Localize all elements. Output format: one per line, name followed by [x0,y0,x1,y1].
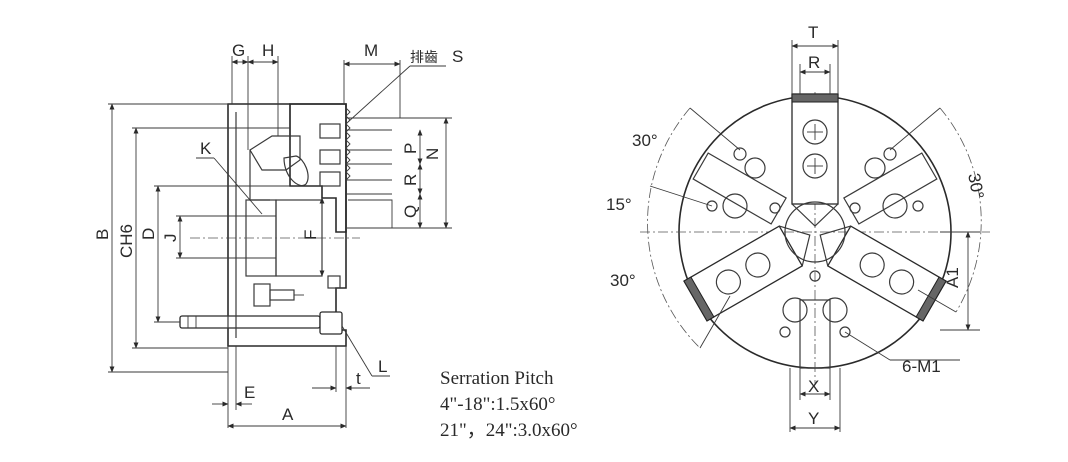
label-A1: A1 [943,267,962,288]
label-P: P [401,143,420,154]
label-M: M [364,41,378,60]
label-J: J [161,234,180,243]
label-D: D [139,228,158,240]
angle-right: 30° [964,172,987,201]
side-view: G H M 排齒 S K P N R Q B CH6 D J F E t L A [93,41,463,429]
label-N: N [423,148,442,160]
label-K: K [200,139,212,158]
notes-line2: 21"，24":3.0x60° [440,420,578,441]
notes-title: Serration Pitch [440,368,554,389]
label-t: t [356,369,361,388]
label-Y: Y [808,409,819,428]
label-T: T [808,23,818,42]
label-R-side: R [401,174,420,186]
front-view: T R X Y A1 6-M1 30° 15° 30° 30° [606,23,990,432]
label-L: L [378,357,387,376]
label-S: S [452,47,463,66]
jaw-lower-right [819,225,947,322]
tslot-upper-left [692,152,787,225]
label-F: F [301,230,320,240]
label-CH6: CH6 [117,224,136,258]
mounting-holes [706,147,924,338]
tslot-upper-right [843,152,938,225]
label-E: E [244,383,255,402]
tslot-bottom [799,299,831,369]
serration-notes: Serration Pitch 4"-18":1.5x60° 21"，24":3… [440,368,578,441]
jaw-top [791,93,839,227]
label-X: X [808,377,819,396]
label-S-cjk: 排齒 [410,49,438,65]
jaw-lower-left [683,225,811,322]
label-A: A [282,405,294,424]
label-H: H [262,41,274,60]
label-Q: Q [401,205,420,218]
label-B: B [93,229,112,240]
notes-line1: 4"-18":1.5x60° [440,394,555,415]
angle-left: 15° [606,195,632,214]
angle-bottom-left: 30° [610,271,636,290]
angle-top-left: 30° [632,131,658,150]
label-G: G [232,41,245,60]
label-R-front: R [808,53,820,72]
label-6-M1: 6-M1 [902,357,941,376]
